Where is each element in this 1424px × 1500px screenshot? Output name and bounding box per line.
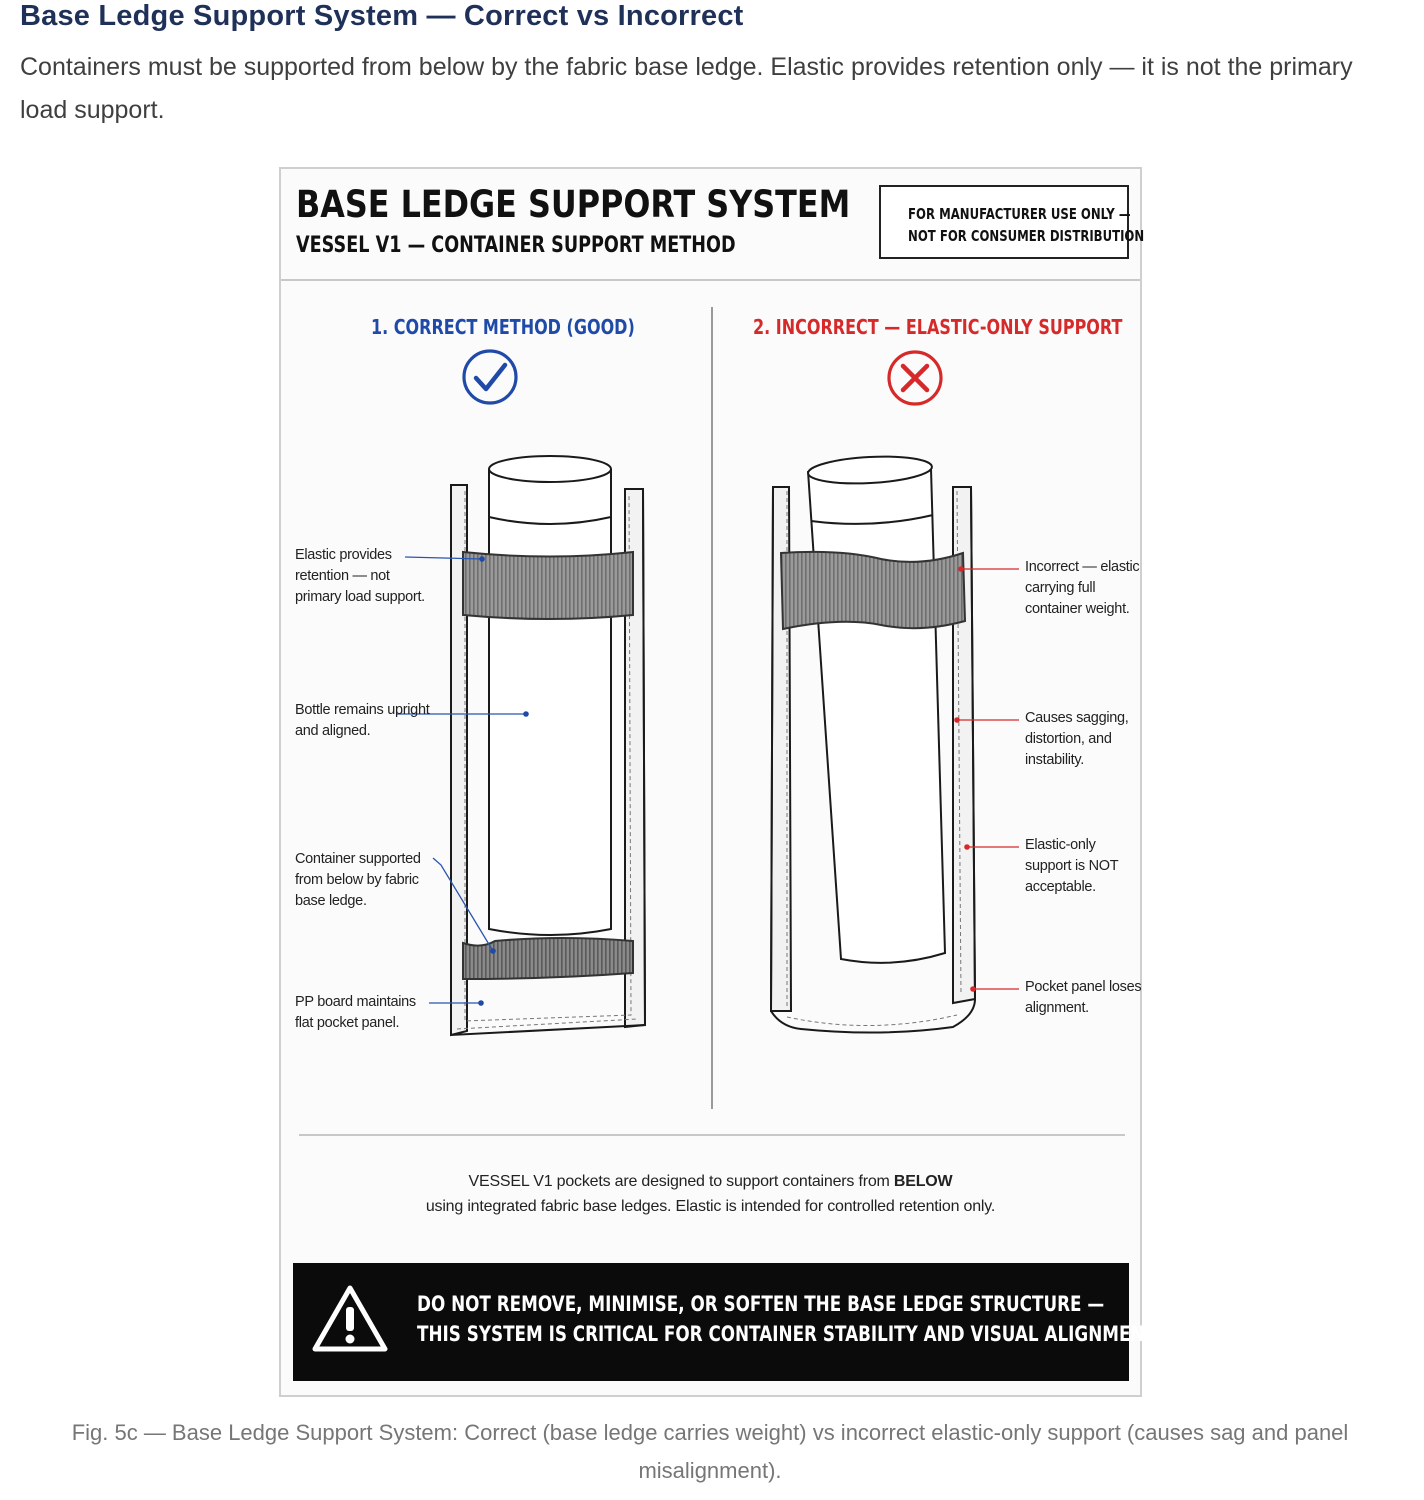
warning-triangle-icon (312, 1285, 388, 1352)
design-note-emphasis: BELOW (893, 1173, 953, 1190)
figure-subtitle: VESSEL V1 — CONTAINER SUPPORT METHOD (296, 233, 736, 258)
intro-paragraph: Containers must be supported from below … (20, 53, 1353, 124)
manufacturer-note-line-1: FOR MANUFACTURER USE ONLY — (908, 205, 1131, 223)
warning-text: DO NOT REMOVE, MINIMISE, OR SOFTEN THE B… (417, 1289, 1160, 1349)
incorrect-callout-elastic-weight: Incorrect — elastic carrying full contai… (1025, 559, 1140, 617)
correct-method-heading: 1. CORRECT METHOD (GOOD) (371, 315, 635, 339)
header-divider (281, 279, 1140, 281)
correct-leader-lines (397, 556, 529, 1006)
design-note: VESSEL V1 pockets are designed to suppor… (281, 1169, 1140, 1219)
correct-pocket-drawing (450, 455, 647, 1037)
correct-callout-pp-board: PP board maintains flat pocket panel. (295, 994, 416, 1031)
design-note-line-1-text: VESSEL V1 pockets are designed to suppor… (468, 1173, 890, 1190)
check-circle-icon (462, 349, 518, 405)
page-heading: Base Ledge Support System — Correct vs I… (20, 0, 744, 32)
manufacturer-use-notice: FOR MANUFACTURER USE ONLY — NOT FOR CONS… (879, 185, 1145, 259)
correct-callout-elastic: Elastic provides retention — not primary… (295, 547, 425, 605)
figure-title: BASE LEDGE SUPPORT SYSTEM (296, 183, 851, 226)
footer-divider (299, 1134, 1125, 1136)
incorrect-method-heading: 2. INCORRECT — ELASTIC-ONLY SUPPORT (753, 315, 1123, 339)
incorrect-pocket-drawing (769, 455, 977, 1034)
incorrect-callout-sagging: Causes sagging, distortion, and instabil… (1025, 710, 1129, 768)
correct-callout-base-ledge: Container supported from below by fabric… (295, 851, 421, 909)
x-circle-icon (887, 350, 943, 406)
figure-caption: Fig. 5c — Base Ledge Support System: Cor… (71, 1420, 1349, 1483)
correct-callout-upright: Bottle remains upright and aligned. (295, 702, 430, 739)
warning-line-1: DO NOT REMOVE, MINIMISE, OR SOFTEN THE B… (417, 1292, 1105, 1316)
diagram-illustration (397, 307, 1019, 1109)
incorrect-callout-alignment: Pocket panel loses alignment. (1025, 979, 1142, 1016)
manufacturer-note-line-2: NOT FOR CONSUMER DISTRIBUTION (908, 227, 1145, 245)
warning-banner: DO NOT REMOVE, MINIMISE, OR SOFTEN THE B… (293, 1263, 1160, 1381)
warning-line-2: THIS SYSTEM IS CRITICAL FOR CONTAINER ST… (417, 1322, 1160, 1346)
design-note-line-2: using integrated fabric base ledges. Ela… (425, 1198, 996, 1215)
design-note-line-1: VESSEL V1 pockets are designed to suppor… (281, 1169, 1140, 1194)
incorrect-callout-not-acceptable: Elastic-only support is NOT acceptable. (1025, 837, 1119, 895)
figure-base-ledge-diagram: BASE LEDGE SUPPORT SYSTEM VESSEL V1 — CO… (279, 167, 1160, 1397)
incorrect-leader-lines (954, 566, 1019, 992)
